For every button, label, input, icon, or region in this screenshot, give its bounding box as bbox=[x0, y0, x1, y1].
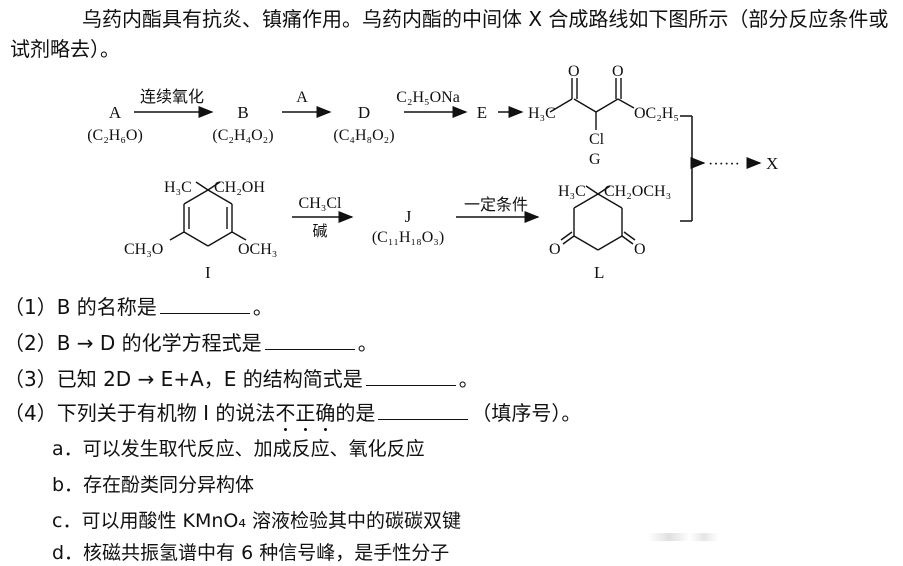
G-label: G bbox=[589, 151, 601, 168]
svg-text:(C₄H₈O₂): (C₄H₈O₂) bbox=[333, 127, 394, 144]
arrow-A-to-B: 连续氧化 bbox=[134, 88, 214, 118]
svg-text:(C₂H₆O): (C₂H₆O) bbox=[87, 127, 143, 144]
arrow-B-to-D: A bbox=[282, 89, 332, 118]
product-X: X bbox=[766, 154, 778, 173]
compound-B: B (C₂H₄O₂) bbox=[212, 103, 273, 144]
svg-text:J: J bbox=[405, 207, 412, 226]
L-top-right: CH₂OCH₃ bbox=[604, 183, 671, 200]
L-O2: O bbox=[634, 241, 646, 258]
question-2: （2）B → D 的化学方程式是。 bbox=[4, 331, 378, 355]
answer-blank-1[interactable] bbox=[159, 295, 250, 314]
svg-text:(C₂H₄O₂): (C₂H₄O₂) bbox=[212, 127, 273, 144]
answer-blank-3[interactable] bbox=[365, 367, 456, 386]
I-label: I bbox=[205, 263, 211, 282]
L-O1: O bbox=[549, 241, 561, 258]
compound-G bbox=[549, 78, 635, 130]
compound-L-ring bbox=[560, 185, 636, 251]
svg-text:A: A bbox=[296, 89, 308, 106]
answer-blank-4[interactable] bbox=[378, 401, 469, 420]
option-a: a．可以发生取代反应、加成反应、氧化反应 bbox=[52, 438, 425, 460]
G-O2: O bbox=[612, 64, 624, 80]
question-3: （3）已知 2D → E+A，E 的结构简式是。 bbox=[4, 367, 479, 391]
compound-D: D (C₄H₈O₂) bbox=[333, 103, 394, 144]
svg-text:C₂H₅ONa: C₂H₅ONa bbox=[396, 89, 460, 106]
question-4: （4）下列关于有机物 I 的说法不正确的是（填序号）。 bbox=[4, 401, 582, 425]
scan-smudge bbox=[648, 533, 718, 541]
compound-I-ring bbox=[169, 181, 247, 247]
svg-text:一定条件: 一定条件 bbox=[464, 196, 528, 214]
answer-blank-2[interactable] bbox=[264, 331, 355, 350]
arrow-I-to-J: CH₃Cl 碱 bbox=[292, 195, 354, 240]
merge-bracket bbox=[680, 115, 706, 222]
svg-text:CH₃Cl: CH₃Cl bbox=[299, 195, 342, 212]
option-d: d．核磁共振氢谱中有 6 种信号峰，是手性分子 bbox=[52, 542, 450, 564]
I-bottom-left: CH₃O bbox=[124, 241, 163, 258]
option-b: b．存在酚类同分异构体 bbox=[52, 474, 255, 496]
I-bottom-right: OCH₃ bbox=[238, 241, 277, 258]
G-O1: O bbox=[568, 64, 580, 80]
arrow-J-to-L: 一定条件 bbox=[456, 196, 540, 223]
compound-E: E bbox=[477, 103, 487, 122]
G-right-group: OC₂H₅ bbox=[634, 105, 679, 122]
option-c: c．可以用酸性 KMnO₄ 溶液检验其中的碳碳双键 bbox=[52, 510, 461, 532]
svg-text:(C₁₁H₁₈O₃): (C₁₁H₁₈O₃) bbox=[372, 229, 444, 246]
svg-text:连续氧化: 连续氧化 bbox=[140, 88, 204, 106]
merge-dots: ······ bbox=[708, 156, 740, 173]
G-left-group: H₃C bbox=[528, 105, 556, 122]
synthesis-scheme: A (C₂H₆O) 连续氧化 B (C₂H₄O₂) A D (C₄H₈O₂) C… bbox=[87, 64, 778, 282]
I-top-left: H₃C bbox=[164, 179, 192, 196]
G-Cl: Cl bbox=[589, 131, 605, 148]
question-1: （1）B 的名称是。 bbox=[4, 295, 273, 319]
svg-text:碱: 碱 bbox=[312, 223, 327, 240]
arrow-D-to-E: C₂H₅ONa bbox=[396, 89, 468, 118]
svg-text:E: E bbox=[477, 103, 487, 122]
svg-text:D: D bbox=[358, 103, 370, 122]
L-label: L bbox=[594, 263, 604, 282]
svg-text:A: A bbox=[109, 103, 122, 122]
compound-J: J (C₁₁H₁₈O₃) bbox=[372, 207, 444, 246]
compound-A: A (C₂H₆O) bbox=[87, 103, 143, 144]
intro-paragraph: 乌药内酯具有抗炎、镇痛作用。乌药内酯的中间体 X 合成路线如下图所示（部分反应条… bbox=[10, 7, 889, 61]
emphasis-not-correct: 不正确 bbox=[275, 401, 336, 425]
I-top-right: CH₂OH bbox=[214, 179, 265, 196]
svg-text:B: B bbox=[237, 103, 248, 122]
L-top-left: H₃C bbox=[558, 183, 586, 200]
